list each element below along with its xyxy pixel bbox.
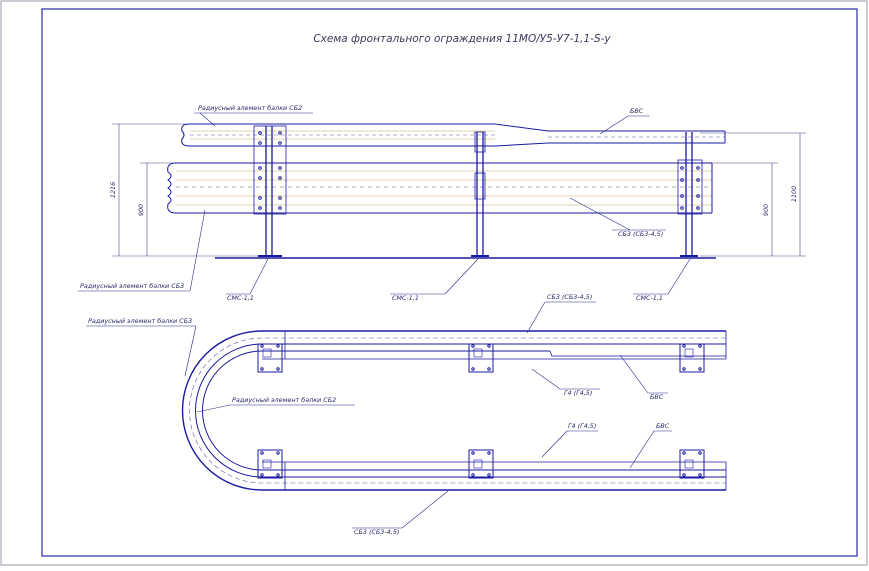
- elevation-leaders: [78, 112, 691, 295]
- drawing-frame: [41, 8, 858, 557]
- dim-left-outer: 1216: [109, 182, 117, 198]
- dim-right-outer: 1100: [790, 186, 798, 202]
- label-radius-sb3-elevation: Радиусный элемент балки СБ3: [80, 282, 184, 290]
- label-smc-middle: СМС-1,1: [392, 294, 419, 302]
- plan-posts-top: [257, 343, 705, 373]
- plan-view: [86, 301, 727, 529]
- dim-left-inner: 900: [137, 204, 145, 216]
- upper-beam: [181, 123, 726, 147]
- elevation-view: [78, 112, 806, 295]
- label-bvs-plan-bottom: БВС: [656, 422, 670, 430]
- dim-right-inner: 900: [762, 204, 770, 216]
- label-sb3-plan-top: СБ3 (СБ3-4,5): [547, 293, 592, 301]
- post-left: [253, 125, 287, 257]
- label-sb3-plan-bottom: СБ3 (СБ3-4,5): [354, 528, 399, 536]
- label-bvs-elevation: БВС: [630, 107, 644, 115]
- label-g4-plan-top: Г4 (Г4,5): [564, 389, 592, 397]
- label-bvs-plan-top: БВС: [650, 393, 664, 401]
- label-sb3-elevation: СБ3 (СБ3-4,5): [618, 230, 663, 238]
- label-g4-plan-bottom: Г4 (Г4,5): [568, 422, 596, 430]
- label-radius-sb2-elevation: Радиусный элемент балки СБ2: [198, 104, 302, 112]
- plan-leaders: [86, 301, 672, 529]
- drawing-title: Схема фронтального ограждения 11МО/У5-У7…: [313, 33, 611, 45]
- lower-beam: [167, 162, 713, 214]
- label-radius-sb3-plan: Радиусный элемент балки СБ3: [88, 317, 192, 325]
- label-smc-left: СМС-1,1: [227, 294, 254, 302]
- label-smc-right: СМС-1,1: [636, 294, 663, 302]
- post-right: [677, 132, 703, 257]
- label-radius-sb2-plan: Радиусный элемент балки СБ2: [232, 396, 336, 404]
- plan-posts-bottom: [257, 449, 705, 479]
- dimension-lines-right: [700, 132, 806, 257]
- outer-radius-beam: [181, 330, 726, 491]
- post-middle: [471, 131, 489, 257]
- inner-radius-beam: [195, 343, 726, 478]
